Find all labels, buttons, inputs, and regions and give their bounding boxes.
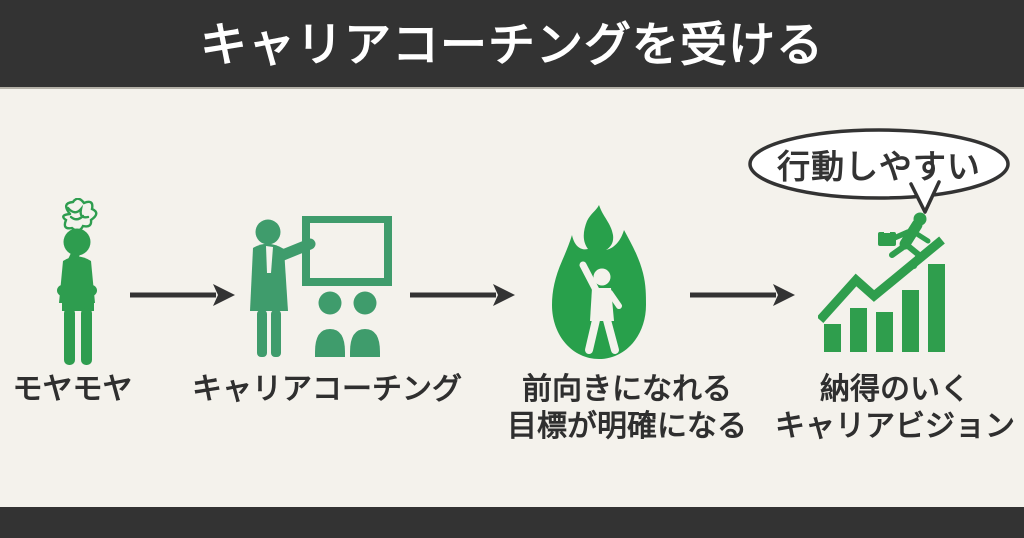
stage-label-moyamoya: モヤモヤ bbox=[12, 373, 133, 406]
right-arrow-icon bbox=[130, 284, 235, 306]
coach-presenting-icon bbox=[250, 216, 392, 357]
page-title: キャリアコーチングを受ける bbox=[200, 18, 824, 71]
motivation-flame-icon bbox=[552, 205, 646, 359]
stage-label-coaching: キャリアコーチング bbox=[192, 373, 462, 406]
rising-growth-chart-icon bbox=[818, 212, 945, 352]
footer-bar bbox=[0, 507, 1024, 538]
pondering-person-icon bbox=[57, 198, 98, 365]
title-bar: キャリアコーチングを受ける bbox=[0, 0, 1024, 89]
right-arrow-icon bbox=[410, 284, 515, 306]
speech-bubble: 行動しやすい bbox=[746, 127, 1020, 217]
stage-label-career-vision: 納得のいく キャリアビジョン bbox=[775, 373, 1015, 443]
speech-bubble-text: 行動しやすい bbox=[777, 148, 981, 185]
speech-bubble-shape bbox=[748, 128, 1010, 214]
stage-label-positive-goal: 前向きになれる 目標が明確になる bbox=[507, 373, 747, 443]
right-arrow-icon bbox=[690, 284, 795, 306]
